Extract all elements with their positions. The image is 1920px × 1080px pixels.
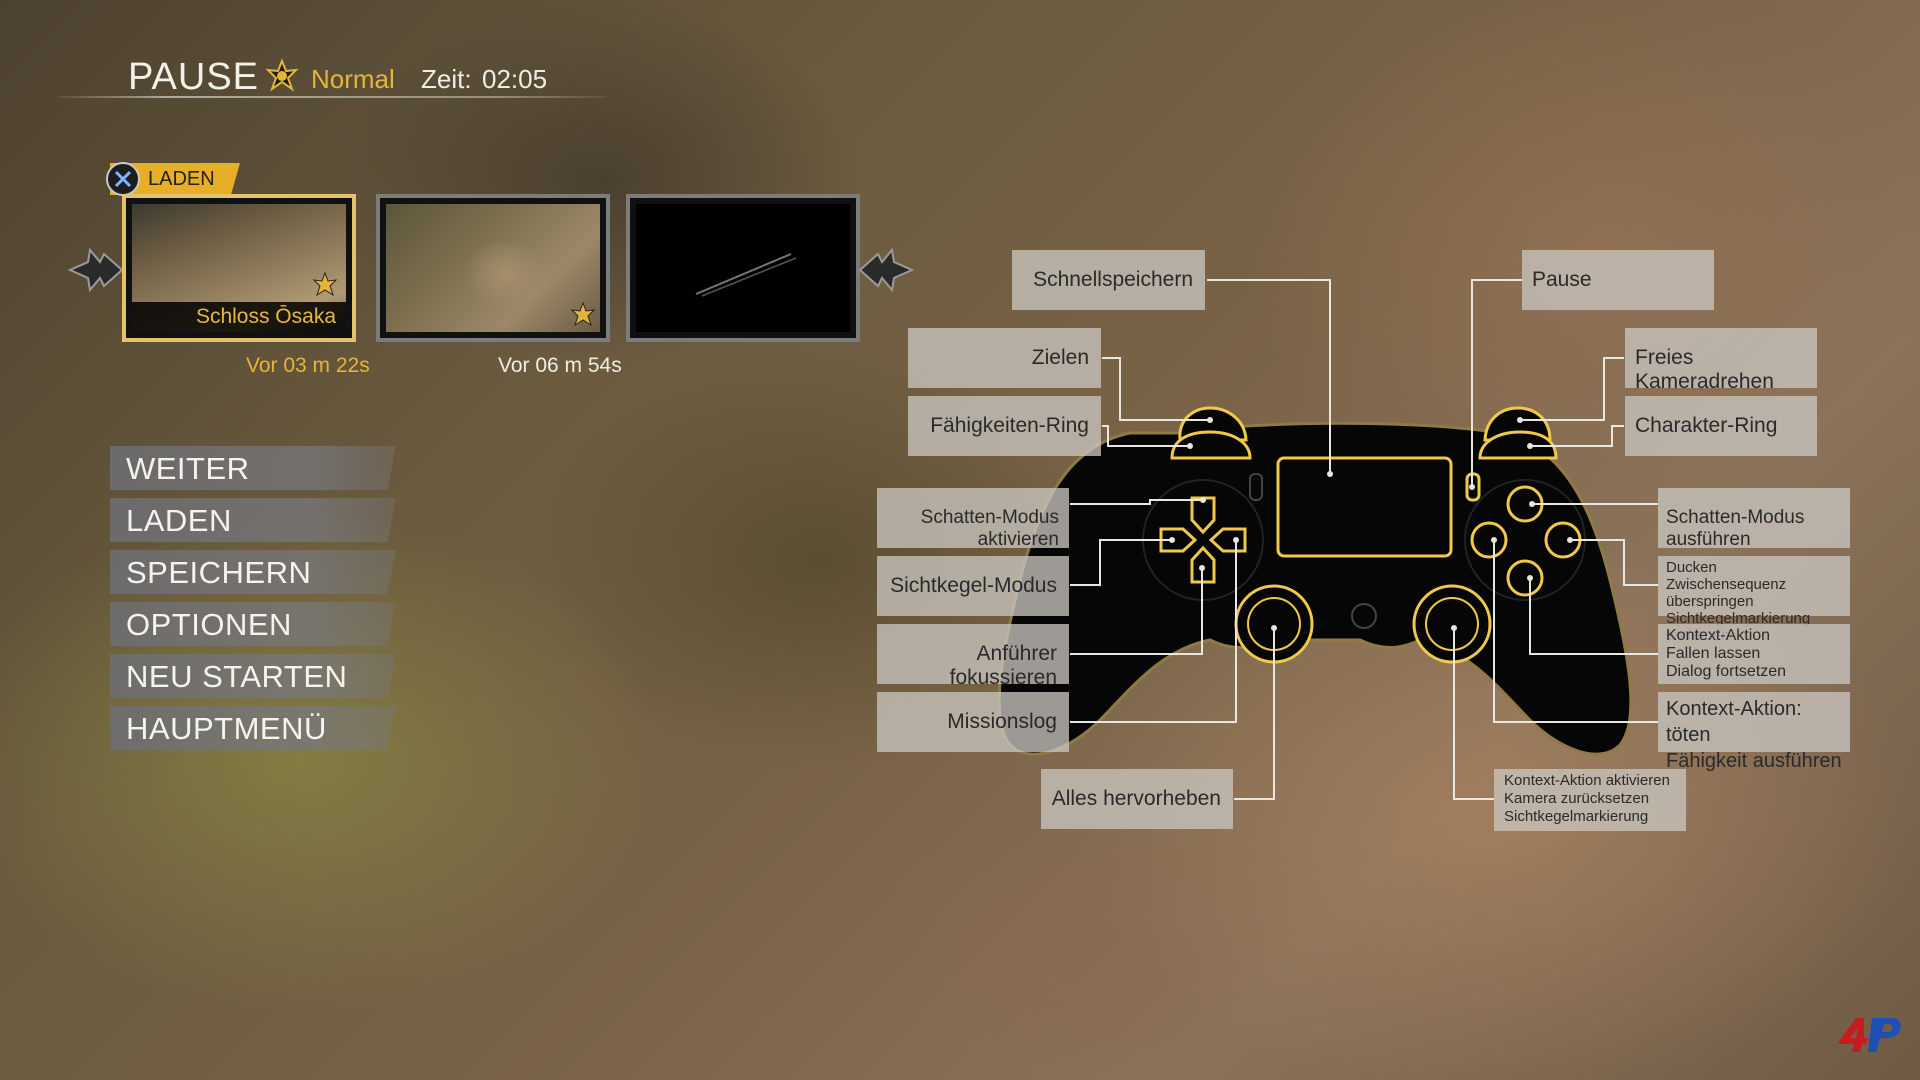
save-slot-2-age: Vor 06 m 54s bbox=[498, 354, 622, 377]
cross-button-icon bbox=[106, 162, 140, 196]
label-l1: Fähigkeiten-Ring bbox=[908, 396, 1101, 456]
empty-slot-glyph-icon bbox=[695, 253, 797, 297]
menu-item-optionen[interactable]: OPTIONEN bbox=[110, 602, 396, 646]
save-thumbnail-empty bbox=[636, 204, 850, 332]
save-slot-caption: Schloss Ōsaka bbox=[132, 302, 346, 332]
time-value: 02:05 bbox=[482, 64, 548, 94]
label-r1: Charakter-Ring bbox=[1625, 396, 1817, 456]
4players-logo bbox=[1838, 1018, 1901, 1052]
save-slot-1-age: Vor 03 m 22s bbox=[246, 354, 370, 377]
label-r2: Freies Kameradrehen bbox=[1625, 328, 1817, 393]
difficulty-label: Normal bbox=[311, 64, 395, 94]
save-thumbnail bbox=[386, 204, 600, 332]
pause-header: PAUSE Normal Zeit: 02:05 bbox=[58, 52, 606, 102]
save-slot-3[interactable] bbox=[626, 194, 860, 342]
label-triangle: Schatten-Modus ausführen bbox=[1658, 488, 1850, 550]
menu-item-neu-starten[interactable]: NEU STARTEN bbox=[110, 654, 396, 698]
menu-item-hauptmenue[interactable]: HAUPTMENÜ bbox=[110, 706, 396, 750]
ornament-left-icon bbox=[67, 247, 124, 293]
save-slot-2[interactable] bbox=[376, 194, 610, 342]
page-title: PAUSE bbox=[128, 56, 260, 98]
label-l3: Alles hervorheben bbox=[1041, 769, 1233, 829]
menu-item-laden[interactable]: LADEN bbox=[110, 498, 396, 542]
difficulty-flower-icon bbox=[570, 302, 596, 327]
label-touchpad: Schnellspeichern bbox=[1012, 250, 1205, 310]
label-dpad-down: Missionslog bbox=[877, 692, 1069, 752]
time-label: Zeit: bbox=[421, 64, 472, 94]
menu-item-speichern[interactable]: SPEICHERN bbox=[110, 550, 396, 594]
pause-menu: WEITER LADEN SPEICHERN OPTIONEN NEU STAR… bbox=[110, 446, 396, 758]
label-dpad-up: Schatten-Modus aktivieren bbox=[877, 488, 1069, 550]
label-l2: Zielen bbox=[908, 328, 1101, 388]
header-divider bbox=[58, 96, 606, 98]
label-dpad-right: Anführer fokussieren bbox=[877, 624, 1069, 689]
save-slots: Schloss Ōsaka bbox=[64, 194, 924, 344]
save-slot-1[interactable]: Schloss Ōsaka bbox=[122, 194, 356, 342]
ornament-right-icon bbox=[858, 247, 915, 293]
difficulty-flower-icon bbox=[265, 58, 299, 92]
menu-item-weiter[interactable]: WEITER bbox=[110, 446, 396, 490]
label-options: Pause bbox=[1522, 250, 1714, 310]
label-dpad-left: Sichtkegel-Modus bbox=[877, 556, 1069, 616]
load-tag-label: LADEN bbox=[148, 168, 215, 190]
difficulty-flower-icon bbox=[312, 272, 338, 297]
